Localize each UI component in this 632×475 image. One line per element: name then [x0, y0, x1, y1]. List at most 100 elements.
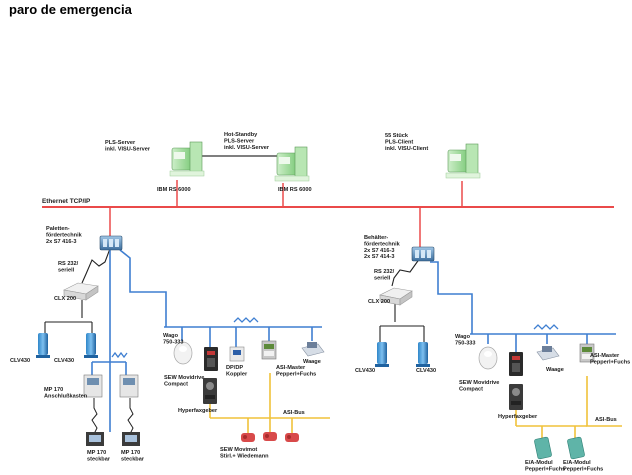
profibus-symbol-3 — [533, 324, 559, 330]
pls-server-label-line: inkl. VISU-Server — [105, 146, 151, 152]
mp170-panel-1-label-line: MP 170 — [87, 450, 106, 456]
hot-standby-label-line: PLS-Server — [224, 138, 255, 144]
hot-standby-model-line: IBM RS 6000 — [278, 187, 312, 193]
clx-left-label-line: CLX 200 — [54, 296, 76, 302]
asi-master-left-label-line: ASI-Master — [276, 365, 306, 371]
scale-left-label: Waage — [303, 359, 321, 365]
pls-server — [169, 141, 205, 177]
plc-left-label-line: 2x S7 416-3 — [46, 239, 76, 245]
pls-client-label-line: 55 Stück — [385, 133, 409, 139]
sew-movidrive-left-label-line: SEW Movidrive — [164, 375, 204, 381]
scanner-clv430-right-1 — [375, 342, 389, 367]
scanner-right-2-label: CLV430 — [416, 368, 436, 374]
mp170-panel-2-label-line: steckbar — [121, 456, 145, 462]
profibus-left — [91, 249, 322, 435]
scanner-left-1-label-line: CLV430 — [10, 358, 30, 364]
scale-right — [536, 346, 560, 361]
hyperfaxgeber-left — [203, 378, 217, 404]
sew-movimot-3 — [285, 433, 299, 442]
profibus-symbol-1 — [233, 317, 259, 323]
clx-box-left — [63, 282, 99, 301]
sew-movidrive-left-label-line: Compact — [164, 381, 188, 387]
plc-right-label-line: 2x S7 416-3 — [364, 248, 394, 254]
hyperfax-right-label: Hyperfaxgeber — [498, 414, 538, 420]
mp170-panel-1 — [86, 432, 104, 446]
scanner-right-1-label-line: CLV430 — [355, 368, 375, 374]
clx-left-label: CLX 200 — [54, 296, 76, 302]
hyperfax-left-label: Hyperfaxgeber — [178, 408, 218, 414]
sew-movidrive-right-label-line: SEW Movidrive — [459, 380, 499, 386]
dpdp-coupler — [229, 346, 245, 362]
sew-movidrive-left — [204, 347, 218, 371]
hyperfax-left-label-line: Hyperfaxgeber — [178, 408, 218, 414]
wago-right-label-line: Wago — [455, 334, 471, 340]
clx-right-label: CLX 200 — [368, 299, 390, 305]
network-label: Ethernet TCP/IP — [42, 198, 91, 205]
scale-right-label-line: Waage — [546, 367, 564, 373]
pls-client-label-line: PLS-Client — [385, 139, 413, 145]
pls-client-label-line: inkl. VISU-Client — [385, 146, 428, 152]
plc-left-label-line: fördertechnik — [46, 232, 83, 238]
wago-left-label-line: 750-333 — [163, 339, 184, 345]
asi-bus-right-label-line: ASI-Bus — [595, 417, 617, 423]
sew-movidrive-right — [509, 352, 523, 376]
profibus-right — [430, 261, 616, 352]
clx-box-right — [379, 287, 413, 306]
rs232-left-label-line: seriell — [58, 267, 75, 273]
plc-left-label-line: Paletten- — [46, 226, 70, 232]
page-title: paro de emergencia — [9, 2, 132, 17]
rs232-links — [44, 245, 425, 342]
hot-standby-label-line: Hot-Standby — [224, 132, 258, 138]
plc-right-label-line: 2x S7 414-3 — [364, 254, 394, 260]
pls-server-model: IBM RS 6000 — [157, 187, 191, 193]
io-module-1-label-line: E/A-Modul — [525, 460, 553, 466]
asi-bus-lines — [209, 373, 622, 440]
sew-movidrive-right-label-line: Compact — [459, 386, 483, 392]
io-module-2-label-line: E/A-Modul — [563, 460, 591, 466]
plc-right-label-line: fördertechnik — [364, 241, 401, 247]
asi-bus-left-label-line: ASI-Bus — [283, 410, 305, 416]
pls-client — [445, 143, 481, 179]
plc-right-label-line: Behälter- — [364, 235, 388, 241]
scanner-clv430-right-2 — [416, 342, 430, 367]
scanner-clv430-left-2 — [84, 333, 98, 358]
scanner-clv430-left-1 — [36, 333, 50, 358]
rs232-right-label: RS 232/seriell — [374, 269, 395, 281]
dpdp-label-line: DP/DP — [226, 365, 243, 371]
scanner-right-2-label-line: CLV430 — [416, 368, 436, 374]
asi-bus-left-label: ASI-Bus — [283, 410, 305, 416]
sew-movimot-label-line: Stirl.+ Wiedemann — [220, 453, 269, 459]
asi-bus-right-label: ASI-Bus — [595, 417, 617, 423]
mp170-panel-1-label-line: steckbar — [87, 456, 111, 462]
sew-movimot-2 — [263, 432, 277, 441]
pls-server-label-line: PLS-Server — [105, 140, 136, 146]
mp170-label-line: Anschlußkasten — [44, 393, 88, 399]
asi-master-right-label-line: ASI-Master — [590, 353, 620, 359]
network-label-line: Ethernet TCP/IP — [42, 198, 91, 205]
io-module-1-label-line: Pepperl+Fuchs — [525, 466, 565, 472]
rs232-right-label-line: seriell — [374, 275, 391, 281]
hyperfaxgeber-right — [509, 384, 523, 410]
pls-server-model-line: IBM RS 6000 — [157, 187, 191, 193]
mp170-panel-2-label-line: MP 170 — [121, 450, 140, 456]
mp170-label-line: MP 170 — [44, 387, 63, 393]
wago-right-label-line: 750-333 — [455, 340, 476, 346]
asi-master-left — [261, 340, 277, 360]
hot-standby-server — [274, 146, 310, 182]
sew-movimot-1 — [241, 433, 255, 442]
scale-left — [301, 342, 325, 357]
scale-left-label-line: Waage — [303, 359, 321, 365]
profibus-symbol-2 — [111, 351, 128, 359]
